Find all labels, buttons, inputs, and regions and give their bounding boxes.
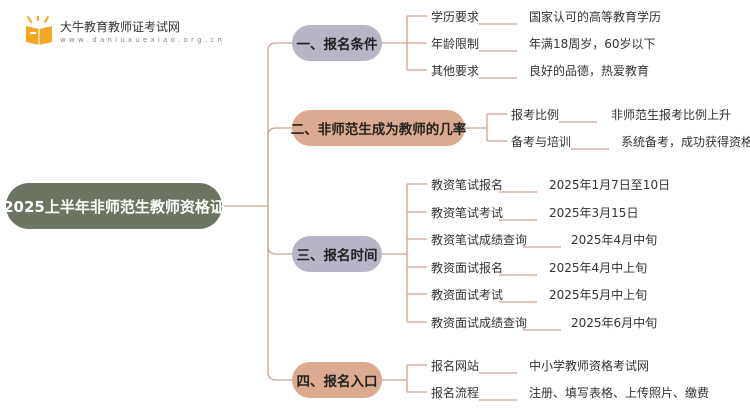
leaf-key: 其他要求 (431, 64, 480, 78)
leaf-value: 2025年6月中旬 (571, 316, 658, 330)
branch-registration-time: 三、报名时间 (292, 236, 382, 272)
site-name: 大牛教育教师证考试网 (60, 20, 181, 34)
leaf-key: 报名流程 (431, 386, 480, 400)
leaf-value: 注册、填写表格、上传照片、缴费 (529, 386, 710, 400)
branch-registration-entry: 四、报名入口 (292, 362, 382, 398)
leaf-value: 2025年4月中旬 (571, 233, 658, 247)
leaf-key: 教资笔试成绩查询 (431, 233, 528, 247)
leaf-key: 教资面试考试 (431, 288, 504, 302)
branch-connector (267, 206, 292, 381)
leaf-key: 教资面试成绩查询 (431, 316, 528, 330)
leaf-key: 报名网站 (431, 359, 480, 373)
leaf-value: 系统备考，成功获得资格 (621, 135, 750, 149)
leaf-value: 中小学教师资格考试网 (529, 359, 650, 373)
leaf-value: 非师范生报考比例上升 (611, 108, 732, 122)
branch-connector (267, 206, 292, 255)
leaf-key: 年龄限制 (431, 37, 480, 51)
leaf-value: 良好的品德，热爱教育 (529, 64, 650, 78)
leaf-value: 国家认可的高等教育学历 (529, 10, 662, 24)
leaf-value: 2025年1月7日至10日 (549, 178, 671, 192)
leaf-key: 教资面试报名 (431, 261, 504, 275)
branch-registration-conditions: 一、报名条件 (292, 25, 382, 61)
leaf-value: 2025年5月中上旬 (549, 288, 648, 302)
branch-probability: 二、非师范生成为教师的几率 (291, 110, 466, 146)
root-node: 2025上半年非师范生教师资格证 (3, 183, 225, 229)
leaf-key: 备考与培训 (511, 135, 572, 149)
leaf-key: 教资笔试报名 (431, 178, 504, 192)
site-url: w w w . d a n i u x u e x i a o . o r g … (60, 36, 223, 44)
branch-connector (267, 127, 292, 206)
leaf-key: 教资笔试考试 (431, 206, 504, 220)
book-logo-icon (26, 16, 52, 45)
leaf-value: 2025年4月中上旬 (549, 261, 648, 275)
leaf-value: 2025年3月15日 (549, 206, 639, 220)
branch-connector (267, 42, 292, 206)
leaf-key: 报考比例 (511, 108, 560, 122)
leaf-key: 学历要求 (431, 10, 480, 24)
leaf-value: 年满18周岁，60岁以下 (529, 37, 656, 51)
